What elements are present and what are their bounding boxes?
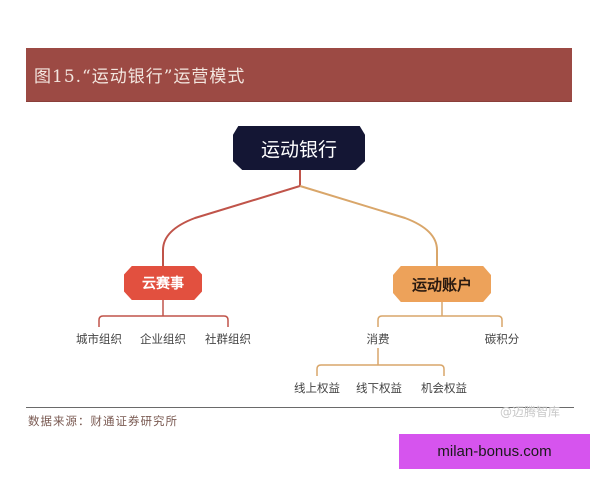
ad-banner[interactable]: milan-bonus.com [399,434,590,469]
footer-divider [26,407,574,408]
leaf-opportunity-rights: 机会权益 [421,381,467,395]
root-node-sports-bank: 运动银行 [233,126,365,170]
branch-node-label: 云赛事 [142,276,184,292]
leaf-enterprise-organization: 企业组织 [140,332,186,346]
data-source-note: 数据来源：财通证券研究所 [28,414,178,428]
branch-node-sports-account: 运动账户 [393,266,491,302]
branch-node-label: 运动账户 [411,275,472,294]
watermark: @迈腾智库 [500,405,561,419]
figure-title: 图15.“运动银行”运营模式 [34,67,246,87]
root-node-label: 运动银行 [260,138,337,161]
figure-title-bar: 图15.“运动银行”运营模式 [26,48,572,102]
leaf-offline-rights: 线下权益 [356,381,402,395]
leaf-city-organization: 城市组织 [76,332,122,346]
child-consumption: 消费 [366,332,390,346]
leaf-online-rights: 线上权益 [294,381,340,395]
branch-node-cloud-events: 云赛事 [124,266,202,300]
ad-banner-text: milan-bonus.com [437,443,552,460]
child-carbon-points: 碳积分 [484,332,520,346]
leaf-community-organization: 社群组织 [205,332,251,346]
